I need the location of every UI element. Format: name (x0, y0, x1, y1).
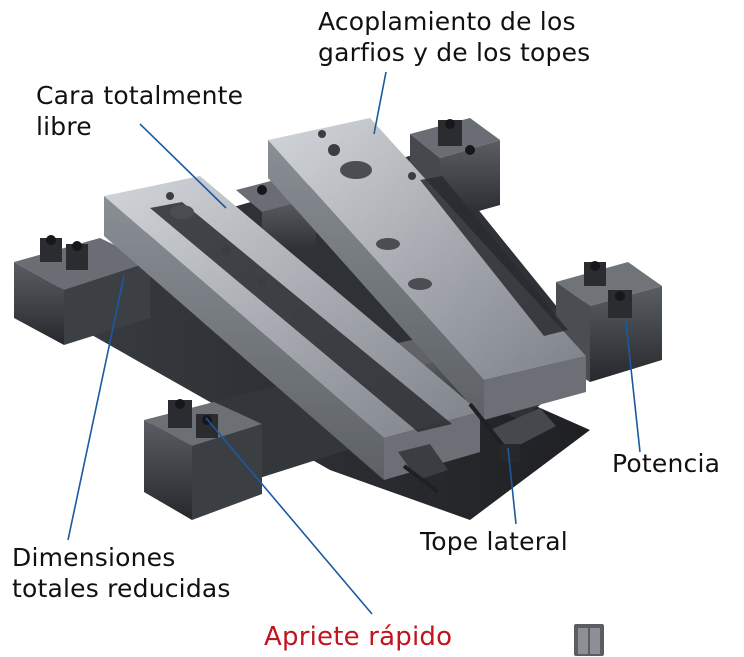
label-coupling-line2: garfios y de los topes (318, 38, 591, 67)
label-face: Cara totalmente libre (36, 80, 243, 142)
label-side-stop: Tope lateral (420, 527, 568, 556)
steel-plate-left (104, 176, 480, 480)
clamp-block-front-left (144, 399, 262, 520)
label-dimensions-line1: Dimensiones (12, 543, 176, 572)
callout-lines (67, 71, 641, 615)
label-coupling: Acoplamiento de los garfios y de los top… (318, 6, 590, 68)
callout-line-dimensions (67, 275, 125, 541)
clamp-block-left (14, 235, 150, 345)
callout-line-quick-clamp (205, 417, 373, 615)
label-coupling-line1: Acoplamiento de los (318, 7, 576, 36)
label-power: Potencia (612, 449, 721, 478)
label-face-line1: Cara totalmente (36, 81, 244, 110)
callout-line-face (139, 123, 227, 209)
side-stop-hardware (398, 402, 556, 494)
steel-plate-right (268, 118, 586, 420)
label-face-line2: libre (36, 112, 92, 141)
callout-line-coupling (373, 71, 387, 135)
label-dimensions: Dimensiones totales reducidas (12, 542, 231, 604)
callout-line-side-stop (507, 447, 517, 525)
callout-line-power (625, 321, 641, 453)
label-quick-clamp: Apriete rápido (264, 622, 453, 652)
label-dimensions-line2: totales reducidas (12, 574, 231, 603)
dual-plate-icon (574, 624, 604, 656)
